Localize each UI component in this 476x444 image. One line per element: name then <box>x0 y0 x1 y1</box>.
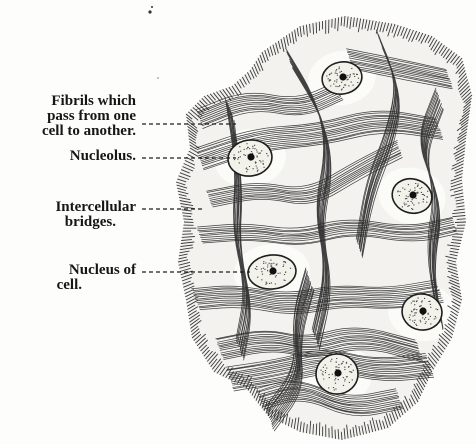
nucleolus-2 <box>247 153 254 160</box>
nucleolus-4 <box>269 267 276 274</box>
nucleolus-5 <box>419 307 426 314</box>
nucleolus-6 <box>334 369 341 376</box>
label-fibrils-line-3: cell to another. <box>4 124 136 139</box>
nucleolus-1 <box>339 73 346 80</box>
label-nucleolus: Nucleolus. <box>4 149 136 164</box>
label-bridges-line-2: bridges. <box>4 215 136 230</box>
label-nucleolus-line-1: Nucleolus. <box>4 149 136 164</box>
speck-4 <box>157 77 158 78</box>
speck-2 <box>151 6 153 8</box>
label-nucleus-line-2: cell. <box>4 278 136 293</box>
label-fibrils-line-2: pass from one <box>4 109 136 124</box>
label-nucleus: Nucleus of cell. <box>4 263 136 293</box>
label-intercellular-bridges: Intercellular bridges. <box>4 200 136 230</box>
label-nucleus-line-1: Nucleus of <box>4 263 136 278</box>
label-fibrils-line-1: Fibrils which <box>4 94 136 109</box>
label-bridges-line-1: Intercellular <box>4 200 136 215</box>
label-fibrils: Fibrils which pass from one cell to anot… <box>4 94 136 139</box>
cell-6 <box>316 354 358 394</box>
nucleolus-3 <box>409 191 416 198</box>
speck-1 <box>148 10 151 13</box>
